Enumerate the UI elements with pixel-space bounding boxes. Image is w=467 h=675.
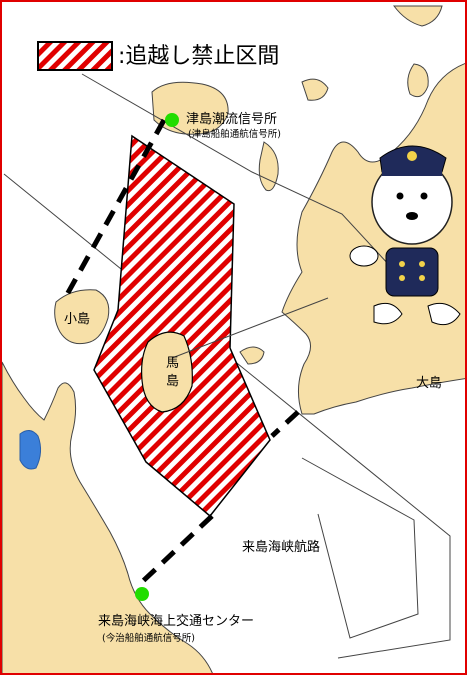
land-left-coast xyxy=(2,361,213,673)
land-mid-left-island xyxy=(239,346,265,365)
legend-label: :追越し禁止区間 xyxy=(118,44,280,69)
label-oshima: 大島 xyxy=(416,376,443,391)
land-kojima xyxy=(54,289,110,345)
fairway-line-3 xyxy=(301,457,419,639)
land-upper-right-islet xyxy=(301,78,329,101)
police-mascot-icon xyxy=(349,145,461,326)
pier-line xyxy=(171,297,329,359)
umashima-overlay xyxy=(141,331,193,413)
label-umashima-2: 島 xyxy=(166,374,180,389)
center-station-marker xyxy=(135,587,149,601)
label-umashima-1: 馬 xyxy=(166,356,180,371)
boundary-dash-bottom xyxy=(140,514,214,584)
tsushima-station-marker xyxy=(165,113,179,127)
label-kurushima-route: 来島海峡航路 xyxy=(242,540,321,555)
land-lower-left-blue xyxy=(19,430,42,470)
label-tsushima-station-sub: (津島船舶通航信号所) xyxy=(188,129,281,140)
label-tsushima-station: 津島潮流信号所 xyxy=(186,112,278,127)
no-overtaking-zone xyxy=(93,134,271,518)
legend-hatch-box xyxy=(37,41,113,71)
label-center: 来島海峡海上交通センター xyxy=(98,614,255,629)
land-oshima xyxy=(281,63,465,415)
label-kojima: 小島 xyxy=(64,312,91,327)
label-center-sub: (今治船舶通航信号所) xyxy=(102,633,195,644)
boundary-dash-top xyxy=(61,118,167,302)
land-oshima-tip xyxy=(407,63,429,98)
land-top-right-islet xyxy=(392,5,443,27)
boundary-dash-right xyxy=(270,410,300,438)
land-small-island xyxy=(258,141,279,192)
